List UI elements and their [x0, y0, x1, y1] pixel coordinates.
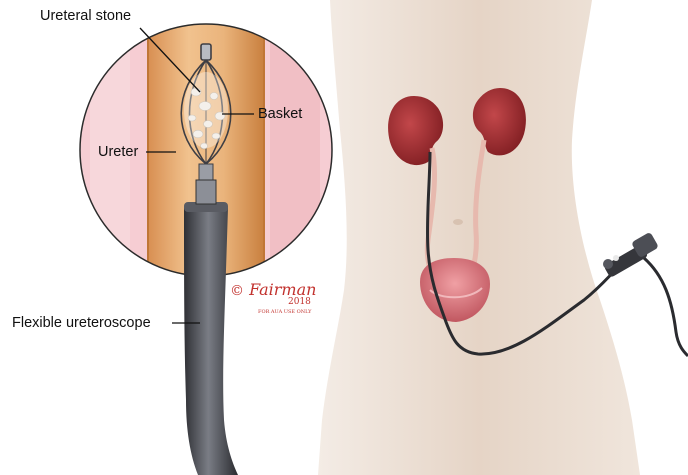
signature-year: 2018 [288, 298, 311, 307]
scope-handle [603, 232, 659, 278]
copyright-symbol: © [230, 283, 244, 299]
label-flexible-ureteroscope: Flexible ureteroscope [12, 316, 151, 331]
artist-signature: © Fairman [230, 282, 316, 298]
navel [453, 219, 463, 225]
signature-note: FOR AUA USE ONLY [258, 310, 311, 315]
scope-tip [199, 164, 213, 182]
label-ureteral-stone: Ureteral stone [40, 9, 131, 24]
scope-external-cable [644, 258, 688, 356]
label-ureter: Ureter [98, 145, 138, 160]
label-basket: Basket [258, 107, 302, 122]
torso-silhouette [318, 0, 640, 475]
